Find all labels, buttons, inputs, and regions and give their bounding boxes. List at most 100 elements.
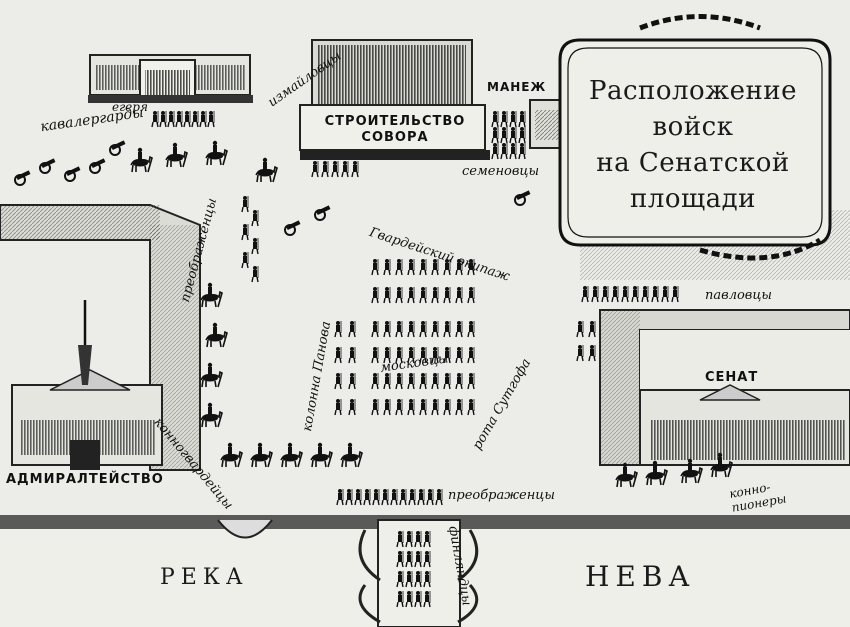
soldier-finlyandtsy [405, 570, 413, 588]
cavalry-rider [130, 147, 153, 173]
cavalry-rider [710, 451, 733, 478]
construction-label-line-2: СОВОРА [361, 130, 429, 145]
soldier-preobrazhentsy-bottom [381, 488, 389, 506]
cavalry-rider [680, 457, 703, 484]
soldier-moskovtsy [371, 320, 379, 338]
cannon [89, 157, 107, 174]
soldier-moskovtsy [443, 372, 451, 390]
cavalry-rider [205, 140, 228, 166]
soldier-preobrazhentsy [251, 209, 259, 227]
soldier-preobrazhentsy [241, 195, 249, 213]
soldier-preobrazhentsy [251, 265, 259, 283]
soldier-moskovtsy [383, 320, 391, 338]
soldier-egerya [159, 110, 167, 128]
soldier-izmailovtsy [321, 160, 329, 178]
soldier-semenovtsy [491, 110, 499, 128]
cavalry-rider [200, 401, 223, 428]
soldier-panov [348, 320, 356, 338]
soldier-semenovtsy [500, 142, 508, 160]
cavalry-rider [200, 361, 223, 388]
soldier-guards-crew [419, 286, 427, 304]
soldier-moskovtsy [431, 372, 439, 390]
cannon [284, 219, 302, 236]
soldier-preobrazhentsy [241, 251, 249, 269]
soldier-semenovtsy [518, 126, 526, 144]
soldier-semenovtsy [509, 110, 517, 128]
soldier-moskovtsy [467, 372, 475, 390]
soldier-pavlovtsy [621, 285, 629, 303]
soldier-guards-crew [395, 258, 403, 276]
river-label-right: НЕВА [585, 560, 696, 593]
admiralty-building [0, 204, 201, 471]
soldier-moskovtsy [407, 398, 415, 416]
soldier-semenovtsy [509, 142, 517, 160]
soldier-finlyandtsy [396, 550, 404, 568]
semenovtsy-label: семеновцы [462, 164, 540, 179]
soldier-finlyandtsy [396, 590, 404, 608]
soldier-egerya [167, 110, 175, 128]
soldier-panov [348, 398, 356, 416]
cathedral-construction [299, 39, 490, 160]
soldier-guards-crew [407, 286, 415, 304]
soldier-preobrazhentsy-bottom [426, 488, 434, 506]
soldier-moskovtsy [371, 398, 379, 416]
soldier-panov [334, 398, 342, 416]
soldier-moskovtsy [371, 346, 379, 364]
construction-label-line-1: СТРОИТЕЛЬСТВО [324, 114, 466, 129]
soldier-moskovtsy [443, 320, 451, 338]
cavalry-rider [615, 461, 638, 488]
soldier-egerya [183, 110, 191, 128]
soldier-izmailovtsy [311, 160, 319, 178]
cavalry-rider [205, 321, 228, 348]
soldier-moskovtsy [455, 398, 463, 416]
soldier-pavlovtsy [651, 285, 659, 303]
soldier-egerya [207, 110, 215, 128]
soldier-pavlovtsy [661, 285, 669, 303]
soldier-pavlovtsy [611, 285, 619, 303]
soldier-guards-crew [383, 258, 391, 276]
cavalry-rider [220, 441, 243, 468]
soldier-preobrazhentsy-bottom [417, 488, 425, 506]
soldier-finlyandtsy [405, 590, 413, 608]
cavalry-rider [200, 281, 223, 308]
title-line-2: войск [652, 112, 734, 142]
soldier-finlyandtsy [396, 530, 404, 548]
soldier-pavlovtsy [576, 344, 584, 362]
pavlovtsy-label: павловцы [705, 288, 773, 303]
soldier-semenovtsy [491, 142, 499, 160]
palace-building [88, 54, 253, 103]
soldier-guards-crew [395, 286, 403, 304]
soldier-preobrazhentsy-bottom [390, 488, 398, 506]
soldier-preobrazhentsy [241, 223, 249, 241]
cavalry-rider [645, 459, 668, 486]
soldier-egerya [191, 110, 199, 128]
cavalry-rider [310, 441, 333, 468]
soldier-moskovtsy [407, 372, 415, 390]
soldier-semenovtsy [500, 110, 508, 128]
cavalry-rider [250, 441, 273, 468]
soldier-preobrazhentsy-bottom [408, 488, 416, 506]
cannon [514, 189, 532, 206]
soldier-semenovtsy [509, 126, 517, 144]
soldier-finlyandtsy [423, 590, 431, 608]
soldier-guards-crew [371, 258, 379, 276]
cannon [314, 204, 332, 221]
senate-label: СЕНАТ [705, 370, 759, 385]
egerya-label: егеря [112, 100, 148, 114]
soldier-izmailovtsy [341, 160, 349, 178]
soldier-guards-crew [431, 286, 439, 304]
construction-label: СТРОИТЕЛЬСТВО СОВОРА [320, 114, 470, 146]
soldier-guards-crew [455, 286, 463, 304]
soldier-egerya [151, 110, 159, 128]
soldier-preobrazhentsy-bottom [372, 488, 380, 506]
soldier-izmailovtsy [351, 160, 359, 178]
soldier-finlyandtsy [423, 530, 431, 548]
cannon [64, 165, 82, 182]
title-line-3: на Сенатской [596, 148, 790, 178]
river-label-left: РЕКА [160, 565, 249, 590]
title-line-1: Расположение [588, 76, 798, 106]
soldier-preobrazhentsy-bottom [399, 488, 407, 506]
soldier-finlyandtsy [423, 570, 431, 588]
soldier-moskovtsy [395, 372, 403, 390]
map-title: Расположение войск на Сенатской площади [558, 38, 828, 248]
